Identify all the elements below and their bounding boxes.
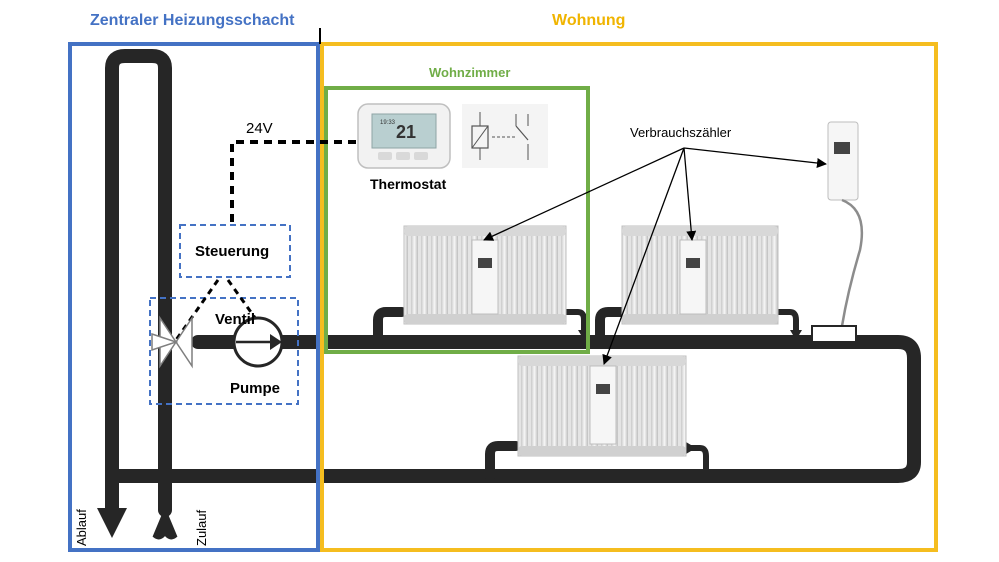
voltage-label: 24V	[246, 120, 273, 137]
pump-icon	[232, 316, 284, 368]
thermostat-label: Thermostat	[370, 176, 447, 192]
svg-text:19:33: 19:33	[380, 120, 396, 126]
inlet-label: Zulauf	[194, 509, 209, 546]
control-wire-valve	[174, 279, 220, 341]
relay-schematic-icon	[462, 104, 548, 168]
radiator2-outlet-pipe	[775, 309, 799, 333]
svg-text:21: 21	[396, 122, 416, 142]
shaft-title: Zentraler Heizungsschacht	[90, 12, 295, 29]
outlet-arrow-icon	[97, 508, 127, 538]
radiator2-inlet-pipe	[595, 307, 627, 347]
living-room-frame	[324, 86, 590, 354]
pipe-network	[105, 49, 921, 517]
shaft-frame	[68, 42, 320, 552]
valve-icon	[151, 315, 193, 369]
radiator3-supply-arrow-icon	[686, 442, 696, 454]
radiator3-outlet-pipe	[682, 445, 709, 473]
valve-pump-box	[149, 297, 299, 405]
pump-label: Pumpe	[230, 380, 281, 397]
meter-radiator-3	[589, 365, 617, 445]
control-wire-pump	[226, 279, 260, 323]
meter-radiator-2	[679, 239, 707, 315]
outlet-label: Ablauf	[74, 509, 89, 546]
meters-label: Verbrauchszähler	[630, 125, 732, 140]
apartment-frame	[320, 42, 938, 552]
supply-main-pipe	[158, 335, 921, 483]
control-box	[179, 224, 291, 278]
radiator1-inlet-pipe	[373, 307, 407, 347]
apartment-title: Wohnung	[552, 12, 626, 29]
radiator3-inlet-pipe	[485, 441, 521, 481]
shaft-riser-pipe	[105, 49, 172, 517]
inlet-arrow-icon	[152, 506, 178, 540]
meter-radiator-1	[471, 239, 499, 315]
radiator1-outlet-pipe	[563, 309, 587, 333]
radiator2-return-arrow-icon	[790, 330, 802, 340]
meter-wall-unit	[811, 121, 864, 343]
control-label: Steuerung	[195, 243, 270, 260]
valve-label: Ventil	[215, 311, 256, 328]
thermostat-device: 21 19:33	[357, 103, 451, 169]
meter-pointers	[483, 147, 827, 365]
control-wire-24v	[230, 140, 356, 222]
living-room-title: Wohnzimmer	[429, 65, 511, 80]
